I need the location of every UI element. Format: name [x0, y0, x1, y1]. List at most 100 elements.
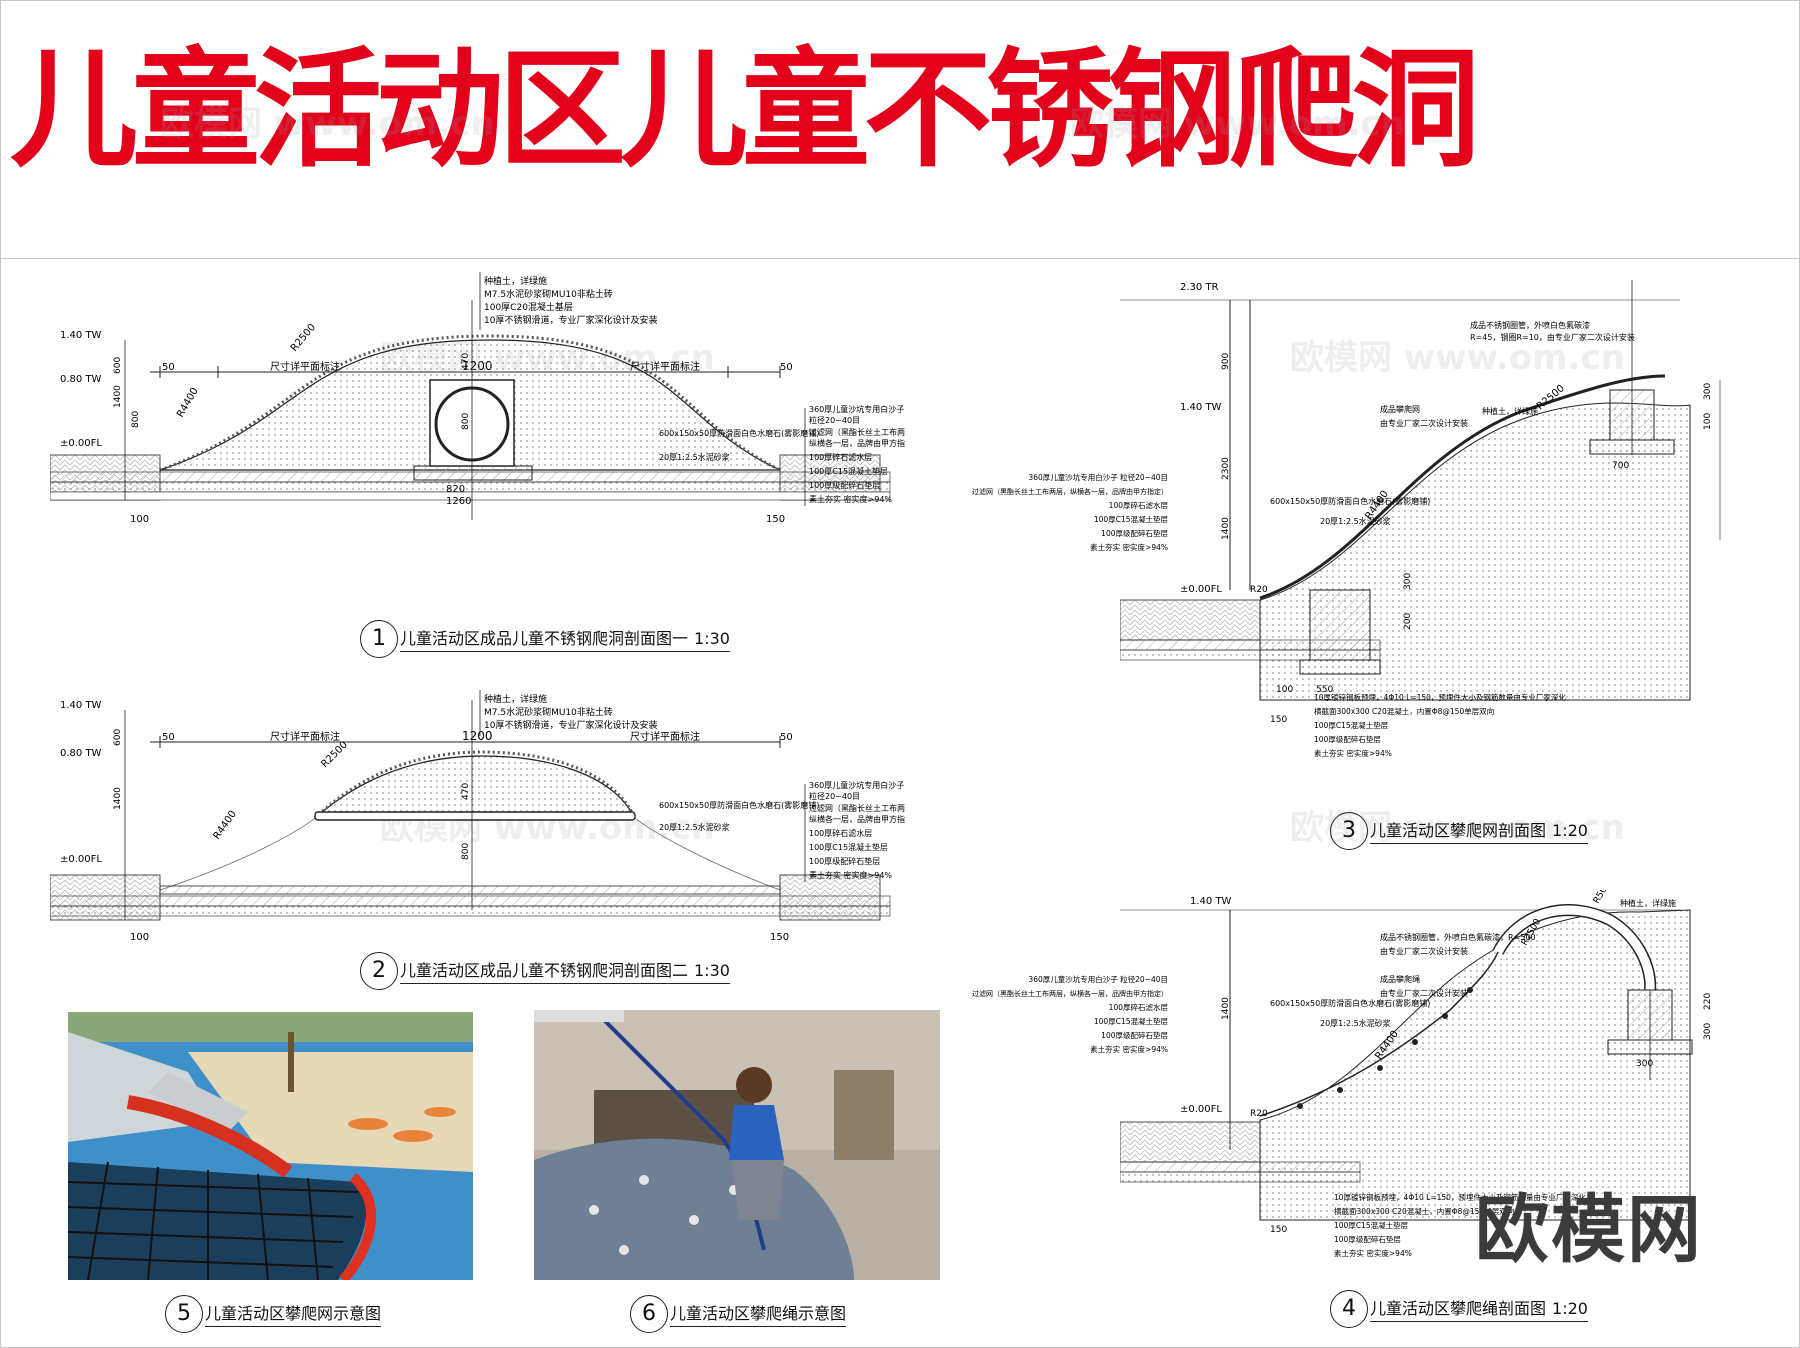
note-text: 素土夯实 密实度>94%: [809, 870, 892, 880]
note-text: 100厚级配碎石垫层: [809, 480, 880, 490]
note-text: 粒径20~40目: [809, 415, 860, 425]
note-text: 纵横各一层，品牌由甲方指定）: [809, 438, 905, 448]
vdim-text: 600: [113, 357, 123, 374]
dim-text: 150: [766, 514, 785, 525]
radius-text: R500: [1592, 890, 1613, 906]
note-text: M7.5水泥砂浆砌MU10非粘土砖: [484, 288, 613, 300]
caption-text: 儿童活动区攀爬绳剖面图: [1370, 1298, 1547, 1318]
dim-text: 100: [130, 932, 149, 943]
level-text: 0.80 TW: [60, 374, 102, 385]
dim-text: 尺寸详平面标注: [270, 360, 340, 373]
vdim-text: 470: [461, 353, 471, 370]
note-text: 100厚C20混凝土基层: [484, 301, 573, 313]
vdim-text: 1400: [1221, 997, 1231, 1020]
note-text: 10厚镀锌钢板预埋，4Φ10 L=150，预埋件大小及钢筋数量由专业厂家深化: [1334, 1192, 1586, 1202]
brand-logo: 欧模网: [1475, 1187, 1703, 1273]
vdim-text: 800: [131, 411, 141, 428]
caption-number: 2: [360, 952, 398, 990]
dim-text: 150: [770, 932, 789, 943]
note-text: 10厚镀锌钢板预埋，4Φ10 L=150，预埋件大小及钢筋数量由专业厂家深化: [1314, 692, 1566, 702]
note-text: 600x150x50厚防滑面白色水磨石(雾影磨铺): [1270, 998, 1430, 1008]
note-text: 素土夯实 密实度>94%: [1090, 1044, 1168, 1054]
level-text: ±0.00FL: [60, 854, 102, 865]
level-text: 2.30 TR: [1180, 282, 1219, 293]
note-text: 100厚碎石滤水层: [809, 452, 872, 462]
dim-text: 50: [780, 732, 793, 743]
caption-text: 儿童活动区成品儿童不锈钢爬洞剖面图一: [400, 628, 689, 648]
note-text: 100厚级配碎石垫层: [1334, 1234, 1401, 1244]
dim-text: 尺寸详平面标注: [270, 730, 340, 743]
note-text: 过滤网（黑酯长丝土工布两层，: [809, 803, 905, 813]
dim-text: 700: [1612, 461, 1629, 471]
title-bar: 儿童活动区儿童不锈钢爬洞: [0, 0, 1800, 259]
caption-number: 6: [630, 1295, 668, 1333]
radius-text: R4400: [211, 809, 239, 842]
note-text: 20厚1:2.5水泥砂浆: [659, 822, 730, 832]
dim-text: 150: [1270, 1225, 1287, 1235]
note-text: 100厚C15混凝土垫层: [1314, 720, 1389, 730]
vdim-text: 800: [461, 843, 471, 860]
caption-text: 儿童活动区成品儿童不锈钢爬洞剖面图二: [400, 960, 689, 980]
radius-text: R2500: [289, 322, 318, 354]
note-text: 600x150x50厚防滑面白色水磨石(雾影磨铺): [659, 428, 819, 438]
section-4-notes-left: 360厚儿童沙坑专用白沙子 粒径20~40目 过滤网（黑酯长丝土工布两层，纵横各…: [972, 974, 1169, 1054]
dim-text: 150: [1270, 715, 1287, 725]
dim-text: 550: [1316, 685, 1333, 695]
note-text: 成品攀爬绳: [1380, 974, 1420, 984]
note-text: 素土夯实 密实度>94%: [1334, 1248, 1412, 1258]
note-text: 成品不锈钢圈管，外喷白色氟碳漆，R=500: [1380, 932, 1536, 942]
section-1-notes-right: 360厚儿童沙坑专用白沙子 粒径20~40目 过滤网（黑酯长丝土工布两层， 纵横…: [659, 404, 905, 506]
note-text: 100厚碎石滤水层: [1109, 1002, 1169, 1012]
note-text: 素土夯实 密实度>94%: [809, 494, 892, 504]
note-text: 素土夯实 密实度>94%: [1314, 748, 1392, 758]
note-text: 过滤网（黑酯长丝土工布两层，纵横各一层，品牌由甲方指定）: [972, 989, 1168, 998]
vdim-text: 470: [461, 783, 471, 800]
note-text: 过滤网（黑酯长丝土工布两层，纵横各一层，品牌由甲方指定）: [972, 487, 1168, 496]
section-1-drawing: 50 尺寸详平面标注 1200 尺寸详平面标注 50 1.40 TW 0.80 …: [50, 300, 891, 525]
note-text: 100厚C15混凝土垫层: [1334, 1220, 1409, 1230]
section-1-notes-top: 种植土，详绿施 M7.5水泥砂浆砌MU10非粘土砖 100厚C20混凝土基层 1…: [479, 272, 657, 330]
section-4-drawing: 1.40 TW ±0.00FL 1400 220 300 R500 R2500 …: [1120, 890, 1713, 1235]
note-text: 100厚级配碎石垫层: [1101, 1030, 1168, 1040]
note-text: 横截面300x300 C20混凝土，内置Φ8@150单层双向: [1334, 1206, 1514, 1216]
level-text: ±0.00FL: [60, 438, 102, 449]
caption-number: 5: [165, 1295, 203, 1333]
note-text: 10厚不锈钢滑道，专业厂家深化设计及安装: [484, 719, 657, 731]
climbing-rope-illustration: [534, 1010, 940, 1280]
photo-climbing-rope: [534, 1010, 940, 1280]
vdim-text: 200: [1403, 613, 1413, 630]
dim-text: 尺寸详平面标注: [630, 730, 700, 743]
dim-text: 1260: [446, 496, 471, 507]
caption-number: 1: [360, 620, 398, 658]
note-text: 100厚碎石滤水层: [809, 828, 872, 838]
note-text: 粒径20~40目: [809, 791, 860, 801]
level-text: ±0.00FL: [1180, 584, 1222, 595]
note-text: 100厚C15混凝土垫层: [809, 466, 888, 476]
section-2-drawing: 50 尺寸详平面标注 1200 尺寸详平面标注 50 1.40 TW 0.80 …: [50, 700, 891, 943]
vdim-text: 300: [1403, 573, 1413, 590]
radius-text: R20: [1250, 585, 1268, 595]
note-text: 由专业厂家二次设计安装: [1380, 418, 1468, 428]
radius-text: R20: [1250, 1109, 1268, 1119]
section-3-notes-left: 360厚儿童沙坑专用白沙子 粒径20~40目 过滤网（黑酯长丝土工布两层，纵横各…: [972, 472, 1168, 552]
caption-number: 4: [1330, 1290, 1368, 1328]
note-text: 纵横各一层，品牌由甲方指定）: [809, 814, 905, 824]
level-text: 1.40 TW: [60, 700, 102, 711]
note-text: 由专业厂家二次设计安装: [1380, 946, 1468, 956]
caption-text: 儿童活动区攀爬绳示意图: [670, 1303, 847, 1327]
section-3-drawing: 2.30 TR 1.40 TW ±0.00FL 900 2300 1400 30…: [1120, 280, 1721, 725]
caption-number: 3: [1330, 812, 1368, 850]
note-text: 20厚1:2.5水泥砂浆: [659, 452, 730, 462]
note-text: 360厚儿童沙坑专用白沙子: [809, 404, 904, 414]
note-text: 100厚C15混凝土垫层: [809, 842, 888, 852]
vdim-text: 1400: [113, 385, 123, 408]
dim-text: 1200: [462, 729, 493, 743]
dim-text: 300: [1636, 1059, 1653, 1069]
dim-text: 100: [130, 514, 149, 525]
section-2-notes-top: 种植土，详绿施 M7.5水泥砂浆砌MU10非粘土砖 10厚不锈钢滑道，专业厂家深…: [479, 690, 657, 736]
note-text: 100厚级配碎石垫层: [1314, 734, 1381, 744]
note-text: 10厚不锈钢滑道，专业厂家深化设计及安装: [484, 314, 657, 326]
note-text: M7.5水泥砂浆砌MU10非粘土砖: [484, 706, 613, 718]
